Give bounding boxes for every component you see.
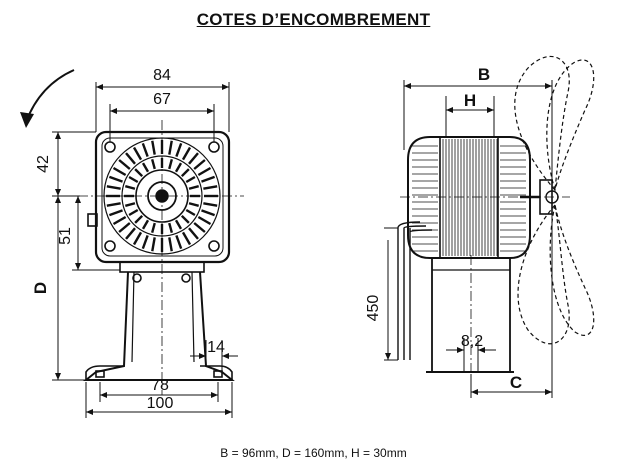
bracket: [83, 271, 235, 381]
dim-67: 67: [153, 91, 171, 108]
fan-blade-outline: [514, 55, 595, 345]
dim-51: 51: [57, 227, 74, 245]
dim-42: 42: [35, 155, 52, 173]
dim-H: H: [464, 91, 476, 110]
dim-C: C: [510, 373, 522, 392]
front-dimensions: [52, 82, 238, 418]
dim-8-2: 8,2: [461, 333, 483, 350]
dim-100: 100: [147, 395, 174, 412]
lead-wires: [397, 221, 433, 360]
side-view: [397, 55, 595, 373]
dim-D: D: [31, 282, 50, 294]
dimension-summary: B = 96mm, D = 160mm, H = 30mm: [220, 446, 407, 460]
drawing-title: COTES D’ENCOMBREMENT: [196, 10, 431, 29]
side-dimension-labels: B H 450 8,2 C: [365, 65, 522, 392]
dim-450: 450: [365, 295, 382, 322]
stator-stack: [439, 136, 499, 259]
dim-78: 78: [151, 377, 169, 394]
dim-B: B: [478, 65, 490, 84]
side-dimensions: [384, 80, 553, 398]
motor-body: [407, 136, 531, 259]
dim-14: 14: [207, 339, 225, 356]
front-view: [20, 69, 244, 395]
front-dimension-labels: 84 67 42 51 D 14 78 100: [31, 67, 225, 412]
dim-84: 84: [153, 67, 171, 84]
